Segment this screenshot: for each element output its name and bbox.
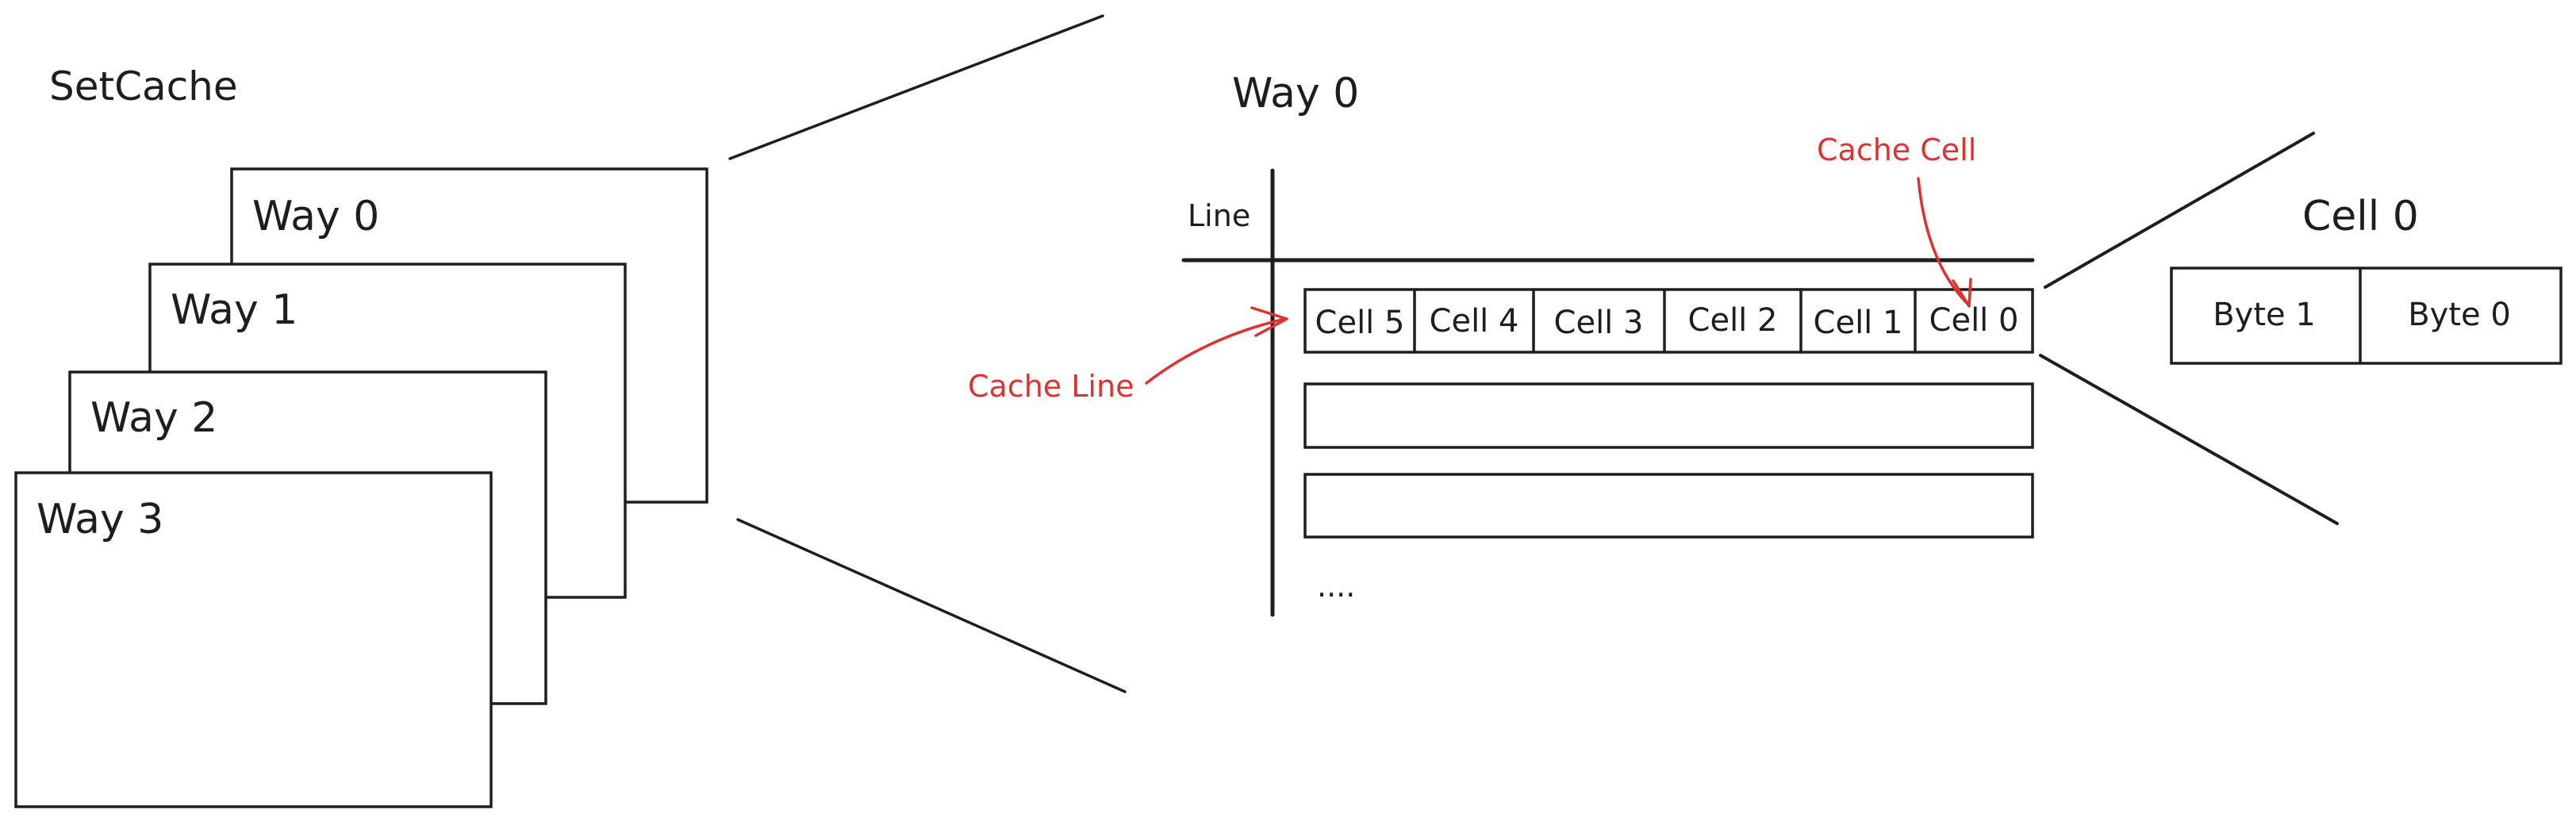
byte-1: Byte 1 xyxy=(2213,297,2316,333)
way-2-label: Way 2 xyxy=(90,394,217,442)
cell-1: Cell 1 xyxy=(1814,305,1903,341)
cell-3: Cell 3 xyxy=(1554,305,1644,341)
cell-5: Cell 5 xyxy=(1315,305,1405,341)
cache-line-annotation: Cache Line xyxy=(968,306,1288,404)
way-3-label: Way 3 xyxy=(36,496,163,543)
way-detail: Way 0 Line Cell 5 Cell 4 Cell 3 Cell 2 C… xyxy=(1181,70,2035,617)
way-detail-title: Way 0 xyxy=(1232,70,1359,117)
cache-line-label: Cache Line xyxy=(968,369,1134,404)
line-axis-label: Line xyxy=(1188,198,1250,233)
cell-2: Cell 2 xyxy=(1688,302,1778,339)
cache-line-row-2 xyxy=(1303,473,2034,539)
cache-line-row-0: Cell 5 Cell 4 Cell 3 Cell 2 Cell 1 Cell … xyxy=(1303,288,2034,354)
way-stack: Way 0 Way 1 Way 2 Way 3 xyxy=(14,167,708,808)
cache-line-arrowhead xyxy=(1250,306,1288,337)
diagram-title: SetCache xyxy=(49,63,238,109)
more-lines-ellipsis: .... xyxy=(1317,569,1355,604)
cache-cell-annotation: Cache Cell xyxy=(1817,132,1976,308)
cache-cell-arrow xyxy=(1917,177,1969,305)
way-3-box: Way 3 xyxy=(14,471,493,808)
cache-cell-arrowhead xyxy=(1952,278,1972,308)
zoom-line-top xyxy=(728,14,1104,160)
cache-cell-label: Cache Cell xyxy=(1817,132,1976,167)
cell-zoom-line-bottom xyxy=(2039,354,2339,525)
cell-detail-title: Cell 0 xyxy=(2302,193,2419,240)
cell-0: Cell 0 xyxy=(1929,302,2019,339)
cache-line-row-1 xyxy=(1303,382,2034,449)
zoom-line-bottom xyxy=(736,518,1127,693)
way-1-label: Way 1 xyxy=(171,286,298,334)
byte-0: Byte 0 xyxy=(2408,297,2511,333)
cell-zoom-line-top xyxy=(2044,132,2315,289)
cache-line-arrow xyxy=(1145,317,1287,385)
way-0-label: Way 0 xyxy=(252,193,379,240)
cell-4: Cell 4 xyxy=(1430,303,1519,340)
cell-detail: Cell 0 Byte 1 Byte 0 xyxy=(2170,193,2563,365)
